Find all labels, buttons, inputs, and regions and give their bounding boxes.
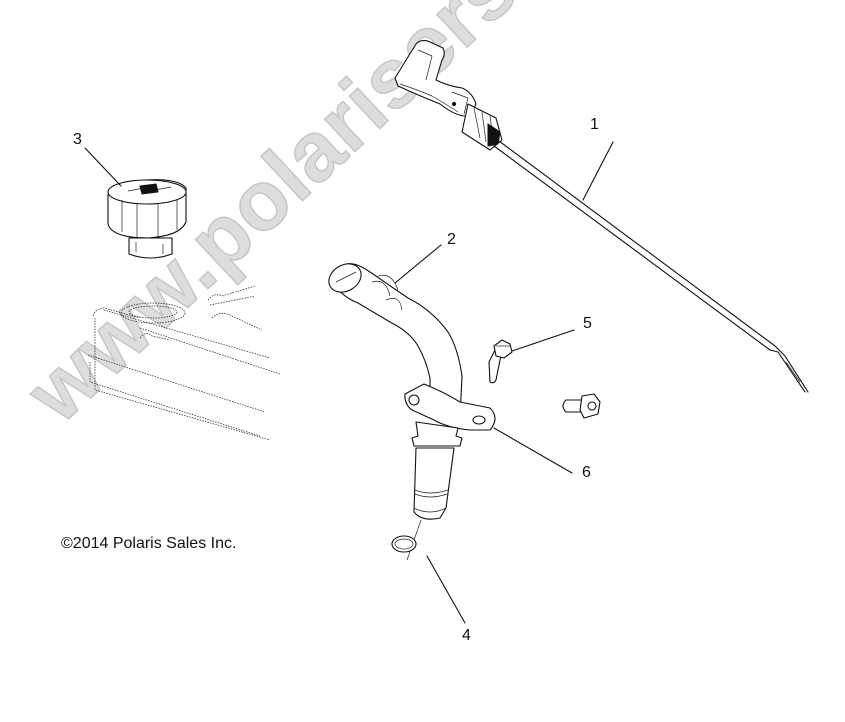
flange-bolt-drawing <box>488 339 513 384</box>
callout-3[interactable]: 3 <box>73 131 82 148</box>
dipstick-drawing <box>394 39 809 393</box>
callout-5[interactable]: 5 <box>583 315 592 332</box>
flange-bolt-2-drawing <box>562 393 601 419</box>
leader-lines <box>84 141 614 624</box>
valve-cover-reference <box>87 285 281 441</box>
copyright-notice: ©2014 Polaris Sales Inc. <box>61 535 237 552</box>
callout-2[interactable]: 2 <box>447 231 456 248</box>
callout-6[interactable]: 6 <box>582 464 591 481</box>
o-ring-drawing <box>391 519 422 561</box>
oil-fill-cap-drawing <box>107 179 187 259</box>
oil-fill-tube-drawing <box>328 263 496 520</box>
callout-1[interactable]: 1 <box>590 116 599 133</box>
callout-4[interactable]: 4 <box>462 627 471 644</box>
